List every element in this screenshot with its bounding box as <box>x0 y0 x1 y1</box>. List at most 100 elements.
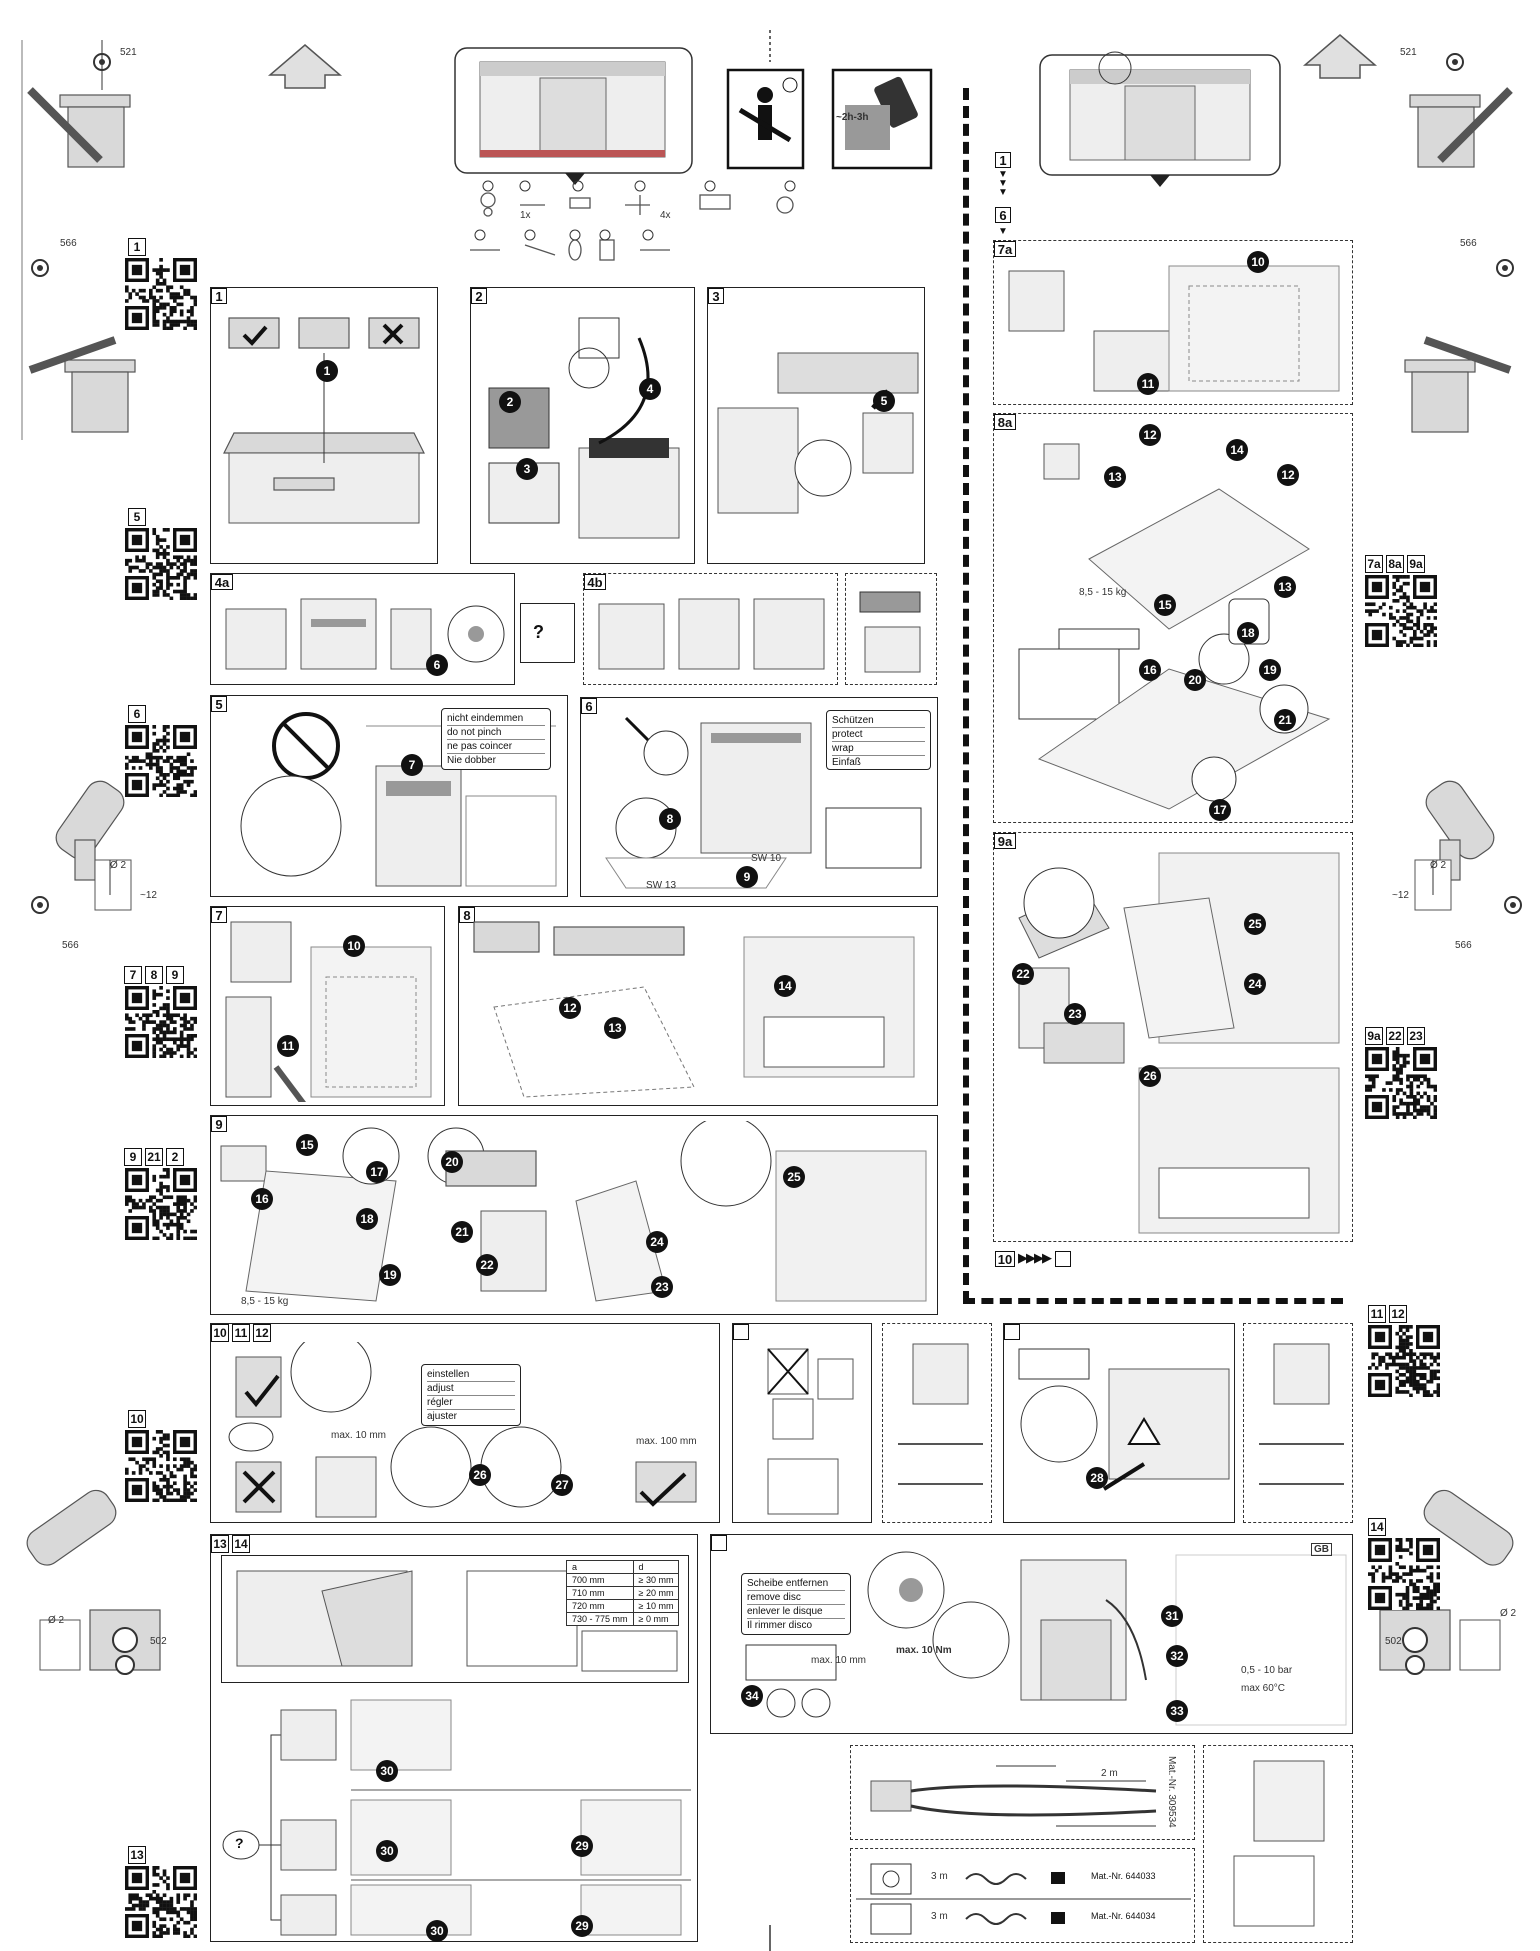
qr-code-6[interactable] <box>125 725 197 797</box>
spacing-label: max. 100 mm <box>636 1436 697 1447</box>
step-panel-2: 2 2 3 4 <box>470 287 695 564</box>
hose-length-2m: 2 m <box>1101 1768 1118 1779</box>
step-8a-illustration <box>1018 443 1331 810</box>
question-door-box: ? <box>520 603 575 663</box>
qr-code-11[interactable] <box>1368 1325 1440 1397</box>
dim-drill-left: 566 <box>62 940 79 951</box>
horizontal-separator <box>963 1298 1343 1304</box>
table-cell: 710 mm <box>566 1586 634 1600</box>
cabinet-top-center <box>454 47 693 185</box>
hinge-adjust-panel: 28 <box>1003 1323 1235 1523</box>
badge-20: 20 <box>441 1151 463 1173</box>
plinth-options-illustration <box>222 1699 691 1936</box>
temp-label: max 60°C <box>1241 1683 1286 1694</box>
question-mark: ? <box>235 1835 244 1851</box>
badge-21-8a: 21 <box>1274 709 1296 731</box>
step-panel-4b-detail <box>845 573 937 685</box>
badge-17-8a: 17 <box>1209 799 1231 821</box>
dim-top-left: 521 <box>120 47 137 58</box>
badge-13-8a: 13 <box>1104 466 1126 488</box>
mat-vertical: Mat.-Nr. 309534 <box>1166 1756 1177 1828</box>
water-connection-illustration <box>745 1551 1347 1726</box>
drill-diameter-left: Ø 2 <box>110 860 127 871</box>
seq-end-blank <box>1055 1251 1071 1267</box>
table-cell: 700 mm <box>566 1573 634 1587</box>
step-number-blank <box>711 1535 727 1551</box>
table-cell: ≥ 30 mm <box>632 1573 680 1587</box>
warn-nl: Nie dobber <box>447 755 496 766</box>
cabinet-top-right <box>1039 51 1281 187</box>
parts-count-1: 1x <box>520 210 531 221</box>
height-illustration <box>236 1570 678 1672</box>
hinge-detail-illustration <box>1259 1343 1344 1485</box>
badge-29: 29 <box>571 1835 593 1857</box>
badge-18: 18 <box>356 1208 378 1230</box>
seq-start-1: 1 <box>995 152 1011 168</box>
adjust-box: einstellen adjust régler ajuster <box>421 1364 521 1426</box>
qr-label-5: 5 <box>128 508 146 526</box>
weight-label: 8,5 - 15 kg <box>241 1296 289 1307</box>
step-9a-illustration <box>1018 852 1340 1234</box>
qr-code-1[interactable] <box>125 258 197 330</box>
step-number: 8 <box>459 907 475 923</box>
parts-row <box>470 192 794 261</box>
badge-30c: 30 <box>426 1920 448 1942</box>
qr-code-10[interactable] <box>125 1430 197 1502</box>
col-header-d: d <box>632 1560 680 1574</box>
badge-16: 16 <box>251 1188 273 1210</box>
detail-illustration <box>859 591 921 673</box>
dim-drill-right: 566 <box>1455 940 1472 951</box>
badge-10: 10 <box>343 935 365 957</box>
qr-code-9a[interactable] <box>1365 1047 1437 1119</box>
qr-code-9[interactable] <box>125 1168 197 1240</box>
table-cell: ≥ 10 mm <box>632 1599 680 1613</box>
step-2-illustration <box>488 317 680 539</box>
remove-disc-box: Scheibe entfernen remove disc enlever le… <box>741 1573 851 1635</box>
hinge-detail-dashed-panel <box>1243 1323 1353 1523</box>
power-cord-panel: 3 m 3 m Mat.-Nr. 644033 Mat.-Nr. 644034 <box>850 1848 1195 1943</box>
drill-depth-left: ~12 <box>140 890 157 901</box>
badge-13b-8a: 13 <box>1274 576 1296 598</box>
step-1-illustration <box>223 317 425 524</box>
badge-14: 14 <box>774 975 796 997</box>
phone-icon-box <box>831 68 933 170</box>
warn-en: do not pinch <box>447 726 545 740</box>
dim-bottom-right: 502 <box>1385 1636 1402 1647</box>
side-panel-illustration <box>1233 1760 1325 1927</box>
step-4a-illustration <box>225 598 505 670</box>
qr-code-7a[interactable] <box>1365 575 1437 647</box>
table-cell: 730 - 775 mm <box>566 1612 634 1626</box>
qr-code-13[interactable] <box>125 1866 197 1938</box>
hinge-illustration <box>1018 1348 1230 1491</box>
vertical-separator <box>963 88 969 1303</box>
badge-9: 9 <box>736 866 758 888</box>
countertop-pencil-mid-right <box>1404 259 1514 433</box>
table-cell: ≥ 0 mm <box>632 1612 680 1626</box>
seq-arrows-right: ▶▶▶▶ <box>1018 1250 1052 1265</box>
qr-label-6: 6 <box>128 705 146 723</box>
question-mark: ? <box>533 622 544 642</box>
countertop-pencil-mid-left <box>28 259 136 433</box>
badge-16-8a: 16 <box>1139 659 1161 681</box>
parts-labels <box>474 180 796 241</box>
door-fit-panel <box>732 1323 872 1523</box>
drill-right <box>1414 780 1522 914</box>
drill-bottom-left <box>26 1489 161 1675</box>
step-number: 2 <box>471 288 487 304</box>
power-cord-illustration <box>856 1863 1191 1935</box>
gb-badge: GB <box>1311 1543 1332 1556</box>
badge-19: 19 <box>379 1264 401 1286</box>
badge-24: 24 <box>646 1231 668 1253</box>
qr-code-14[interactable] <box>1368 1538 1440 1610</box>
step-number: 7 <box>211 907 227 923</box>
qr-code-5[interactable] <box>125 528 197 600</box>
dim-right-middle: 566 <box>1460 238 1477 249</box>
qr-code-789[interactable] <box>125 986 197 1058</box>
col-header-a: a <box>566 1560 634 1574</box>
drill-diameter-bottom-left: Ø 2 <box>48 1615 65 1626</box>
remove-en: remove disc <box>747 1591 845 1605</box>
